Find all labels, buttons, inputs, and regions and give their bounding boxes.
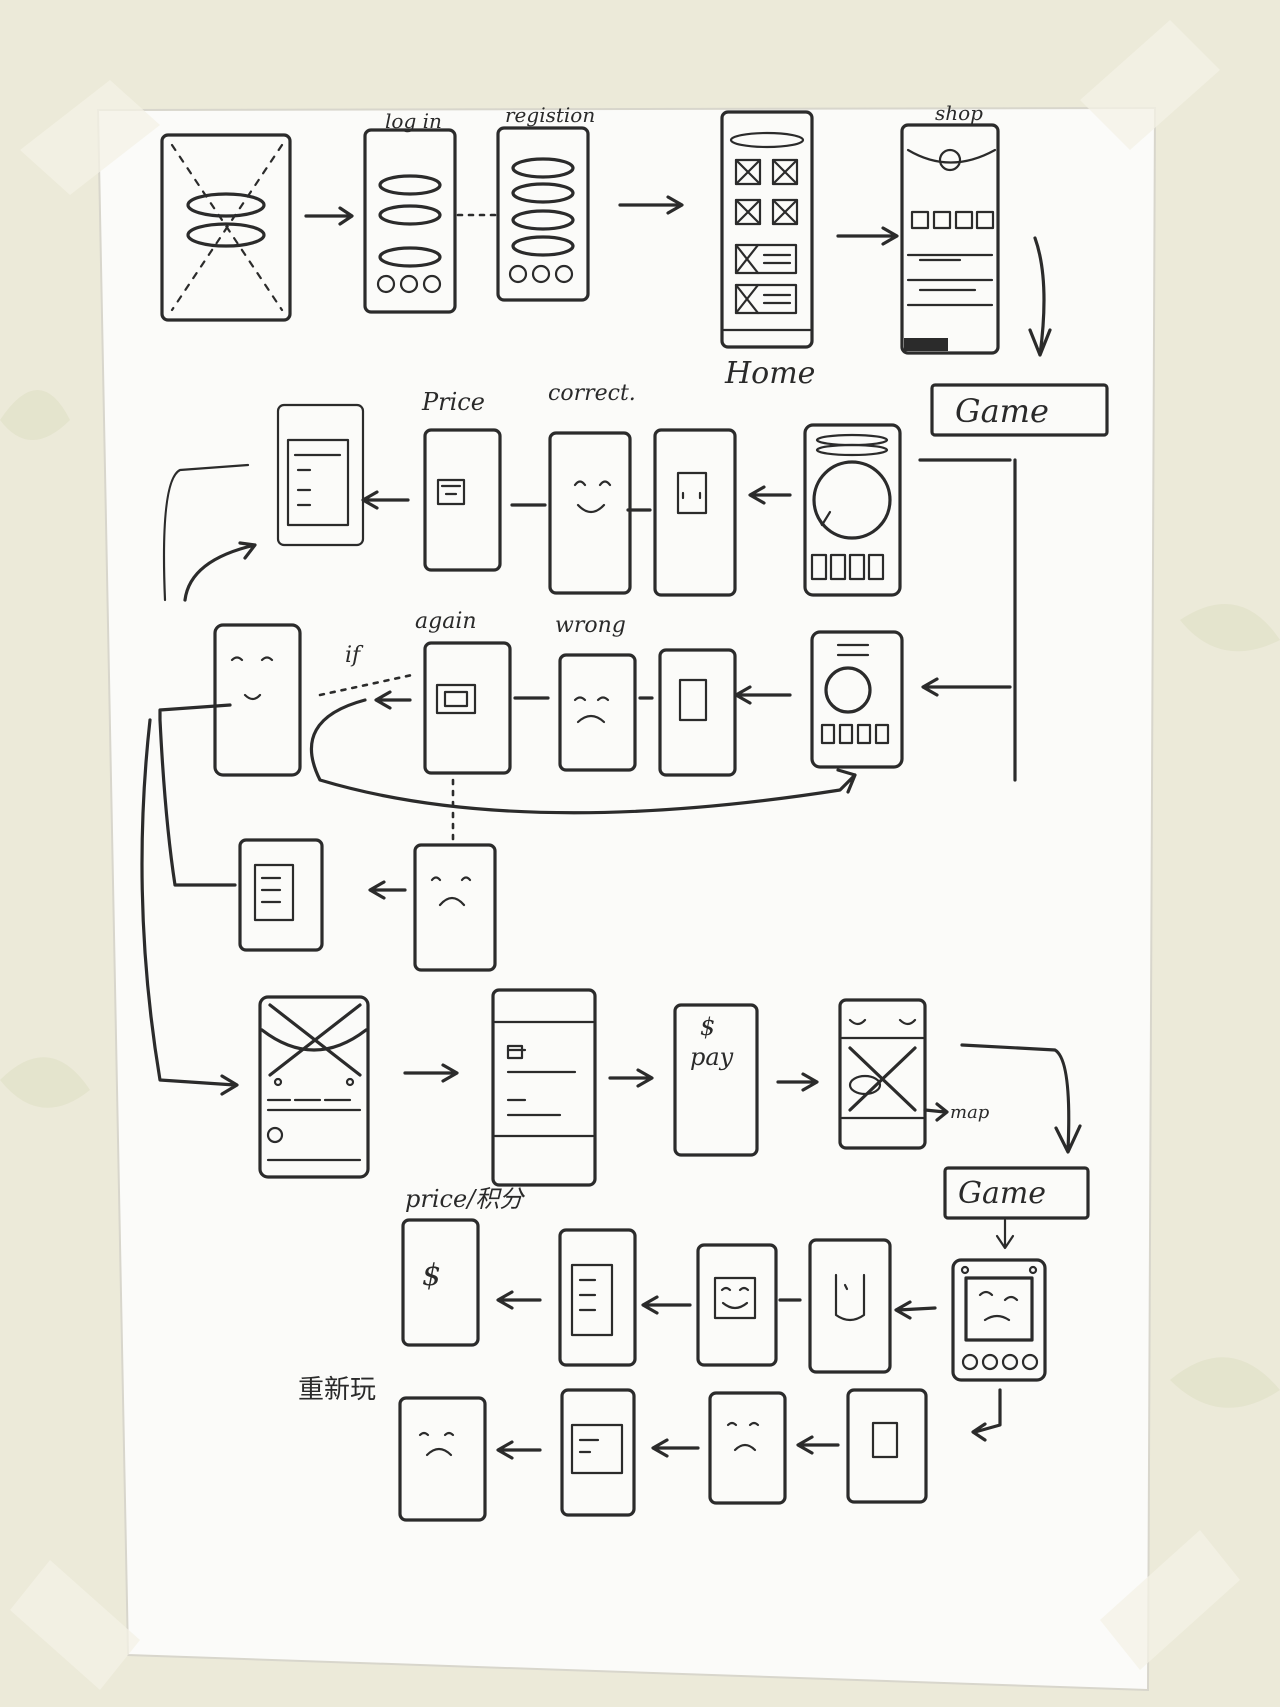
price-screen-1 xyxy=(423,428,502,572)
detail-screen-3 xyxy=(558,1228,637,1367)
pay-label: pay xyxy=(690,1043,734,1071)
store-screen xyxy=(258,995,370,1179)
shop-label: shop xyxy=(935,101,983,125)
wrong-screen xyxy=(558,653,637,772)
correct-screen-2 xyxy=(696,1243,778,1367)
registration-label: registion xyxy=(505,103,595,127)
if-label: if xyxy=(345,643,364,668)
if-link xyxy=(318,673,414,697)
order-screen xyxy=(491,988,597,1187)
price-top-label: Price xyxy=(421,388,485,416)
shop-screen xyxy=(900,123,1000,355)
game-block-wrong: wrong again if xyxy=(158,541,904,972)
tape-pieces xyxy=(10,20,1240,1690)
detail-screen-1 xyxy=(276,403,365,547)
pay-dollar: $ xyxy=(700,1013,715,1041)
home-label: Home xyxy=(724,356,815,391)
question-screen-4 xyxy=(846,1388,928,1504)
question-screen-3 xyxy=(808,1238,892,1374)
again-screen xyxy=(423,641,512,775)
detail-screen-2 xyxy=(238,838,324,952)
registration-screen xyxy=(496,126,590,302)
game-bottom-label: Game xyxy=(958,1176,1046,1211)
game-bottom-box xyxy=(943,1166,1090,1220)
sad-screen-3 xyxy=(398,1396,487,1522)
detail-screen-4 xyxy=(560,1388,636,1517)
game-screen-2 xyxy=(810,630,904,769)
correct-label: correct. xyxy=(548,381,636,406)
again-label: again xyxy=(415,609,477,634)
game-block-bottom: Game xyxy=(298,1166,1090,1522)
wrong-label: wrong xyxy=(555,613,626,638)
price-bottom-label: price/积分 xyxy=(405,1185,525,1213)
arrow-shop-game xyxy=(1028,236,1052,357)
restart-label: 重新玩 xyxy=(298,1375,376,1405)
correct-screen xyxy=(548,431,632,595)
arrow-registration-home xyxy=(618,195,684,215)
price-screen-2: $ xyxy=(401,1218,480,1347)
sad-screen-1 xyxy=(413,843,497,972)
game-screen-3 xyxy=(951,1258,1047,1382)
price-dollar: $ xyxy=(422,1258,441,1293)
game-screen-1 xyxy=(803,423,902,597)
game-top-box xyxy=(930,383,1109,437)
row-pay: $ pay map xyxy=(140,718,1082,1187)
login-screen xyxy=(363,128,457,314)
row-onboarding: log in registion xyxy=(160,101,1052,391)
arrow-home-shop xyxy=(836,226,899,246)
question-screen-1 xyxy=(653,428,737,597)
game-top-label: Game xyxy=(955,392,1049,430)
sad-screen-2 xyxy=(708,1391,787,1505)
game-block-top: Game correct. Price xyxy=(162,381,1109,782)
splash-screen xyxy=(160,133,292,322)
map-label: map xyxy=(950,1102,990,1123)
home-screen xyxy=(720,110,814,349)
question-screen-2 xyxy=(658,648,737,777)
happy-screen xyxy=(213,623,302,777)
retry-loop xyxy=(309,698,857,815)
arrow-splash-login xyxy=(304,206,354,226)
pay-screen: $ pay xyxy=(673,1003,759,1157)
map-screen xyxy=(838,998,927,1150)
